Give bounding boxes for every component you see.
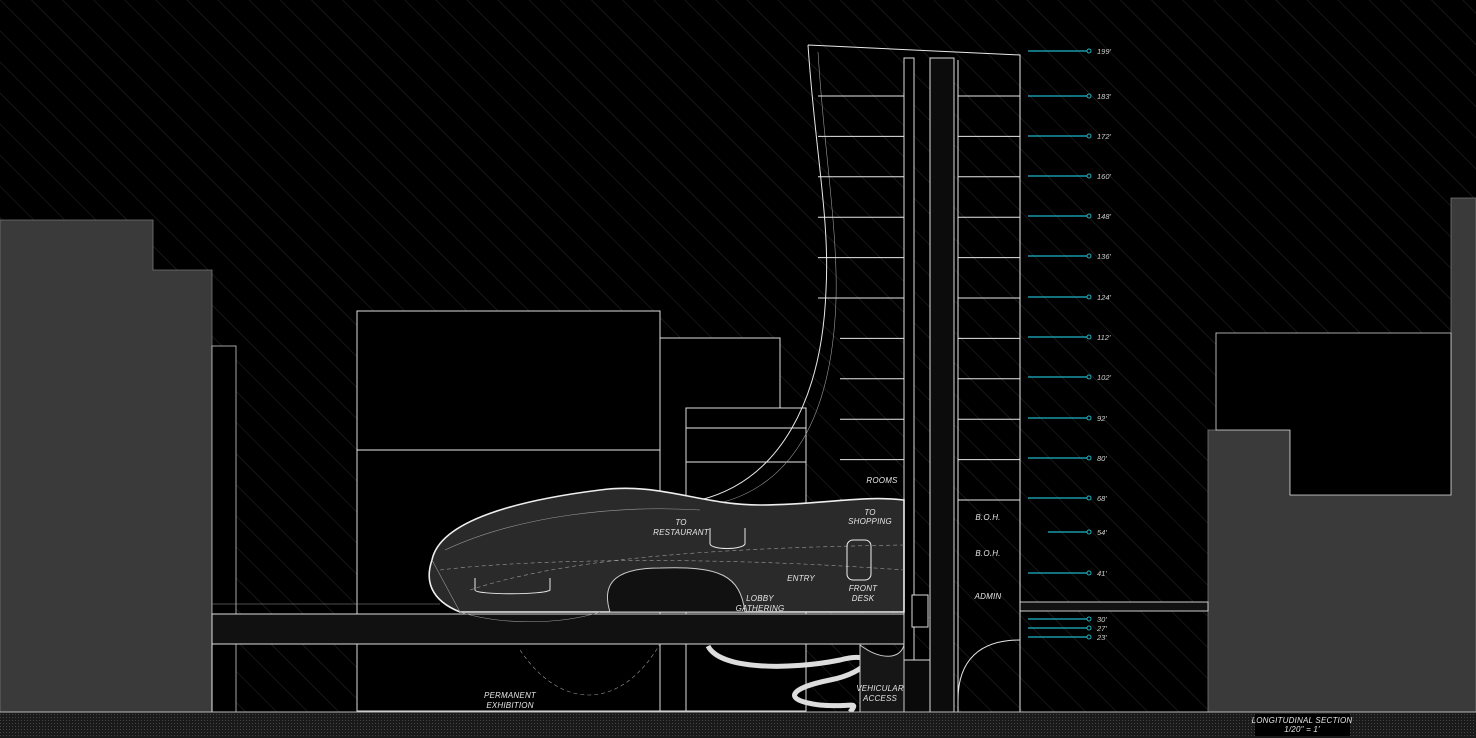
level-marker: 27' — [1028, 624, 1107, 633]
label-front-desk-2: DESK — [852, 594, 875, 603]
neighbor-building-left — [0, 219, 213, 713]
level-marker: 23' — [1028, 633, 1107, 642]
label-exhibition-2: EXHIBITION — [486, 701, 533, 710]
level-label: 80' — [1097, 454, 1107, 463]
level-label: 27' — [1096, 624, 1107, 633]
level-label: 199' — [1097, 47, 1112, 56]
level-dot — [1086, 634, 1092, 640]
label-vehicular-1: VEHICULAR — [856, 684, 904, 693]
level-marker: 148' — [1028, 212, 1112, 221]
lobby-garden-opening — [607, 567, 746, 613]
level-label: 136' — [1097, 252, 1112, 261]
level-dot — [1086, 455, 1092, 461]
level-marker: 160' — [1028, 172, 1112, 181]
level-dot — [1086, 133, 1092, 139]
level-marker: 80' — [1028, 454, 1107, 463]
level-marker: 54' — [1048, 528, 1107, 537]
label-to-restaurant-1: TO — [675, 518, 686, 527]
level-label: 41' — [1097, 569, 1107, 578]
level-marker: 68' — [1028, 494, 1107, 503]
neighbor-building-right-back — [1215, 332, 1452, 496]
level-label: 148' — [1097, 212, 1112, 221]
label-boh-1: B.O.H. — [975, 513, 1000, 522]
label-to-restaurant-2: RESTAURANT — [653, 528, 710, 537]
level-dot — [1086, 48, 1092, 54]
level-marker: 199' — [1028, 47, 1112, 56]
level-dot — [1086, 294, 1092, 300]
ground — [0, 712, 1476, 738]
label-admin: ADMIN — [974, 592, 1002, 601]
level-marker: 112' — [1028, 333, 1111, 342]
level-label: 112' — [1097, 333, 1111, 342]
drawing-scale: 1/20" = 1' — [1284, 725, 1320, 734]
level-dot — [1086, 495, 1092, 501]
label-boh-2: B.O.H. — [975, 549, 1000, 558]
level-dot — [1086, 253, 1092, 259]
drawing-title: LONGITUDINAL SECTION — [1252, 716, 1353, 725]
level-label: 92' — [1097, 414, 1107, 423]
label-front-desk-1: FRONT — [849, 584, 878, 593]
level-marker: 136' — [1028, 252, 1112, 261]
level-marker: 102' — [1028, 373, 1112, 382]
level-dot — [1086, 173, 1092, 179]
neighbor-building-left-edge — [211, 345, 237, 713]
level-dot — [1086, 334, 1092, 340]
level-marker: 92' — [1028, 414, 1107, 423]
label-vehicular-2: ACCESS — [862, 694, 898, 703]
level-marker: 30' — [1028, 615, 1107, 624]
spiral-ramp — [705, 644, 868, 714]
label-rooms: ROOMS — [866, 476, 898, 485]
level-dot — [1086, 213, 1092, 219]
label-entry: ENTRY — [787, 574, 815, 583]
right-walkway — [1019, 601, 1209, 612]
level-marker: 41' — [1028, 569, 1107, 578]
level-label: 183' — [1097, 92, 1112, 101]
elevator-cab — [911, 594, 929, 628]
level-label: 124' — [1097, 293, 1112, 302]
level-label: 102' — [1097, 373, 1112, 382]
level-dot — [1086, 415, 1092, 421]
front-desk-pod — [846, 539, 872, 581]
level-label: 30' — [1097, 615, 1107, 624]
level-markers: 199' 183' 172' 160' 148' 136' 124' 112' 102' 92' 8… — [1028, 47, 1112, 642]
space-labels: ROOMS TO SHOPPING TO RESTAURANT ENTRY LO… — [484, 476, 1001, 710]
label-lobby-2: GATHERING — [736, 604, 785, 613]
label-to-shopping-1: TO — [864, 508, 875, 517]
level-dot — [1086, 93, 1092, 99]
level-marker: 172' — [1028, 132, 1112, 141]
level-marker: 124' — [1028, 293, 1112, 302]
level-label: 23' — [1096, 633, 1107, 642]
elevated-deck — [211, 613, 913, 645]
title-block: LONGITUDINAL SECTION 1/20" = 1' — [1252, 714, 1353, 736]
vehicular-ramp — [859, 644, 905, 713]
label-to-shopping-2: SHOPPING — [848, 517, 892, 526]
level-label: 54' — [1097, 528, 1107, 537]
level-label: 68' — [1097, 494, 1107, 503]
label-exhibition-1: PERMANENT — [484, 691, 537, 700]
level-label: 160' — [1097, 172, 1112, 181]
level-dot — [1086, 570, 1092, 576]
level-dot — [1086, 374, 1092, 380]
level-dot — [1086, 616, 1092, 622]
level-label: 172' — [1097, 132, 1112, 141]
level-dot — [1086, 625, 1092, 631]
level-dot — [1086, 529, 1092, 535]
level-marker: 183' — [1028, 92, 1112, 101]
label-lobby-1: LOBBY — [746, 594, 774, 603]
